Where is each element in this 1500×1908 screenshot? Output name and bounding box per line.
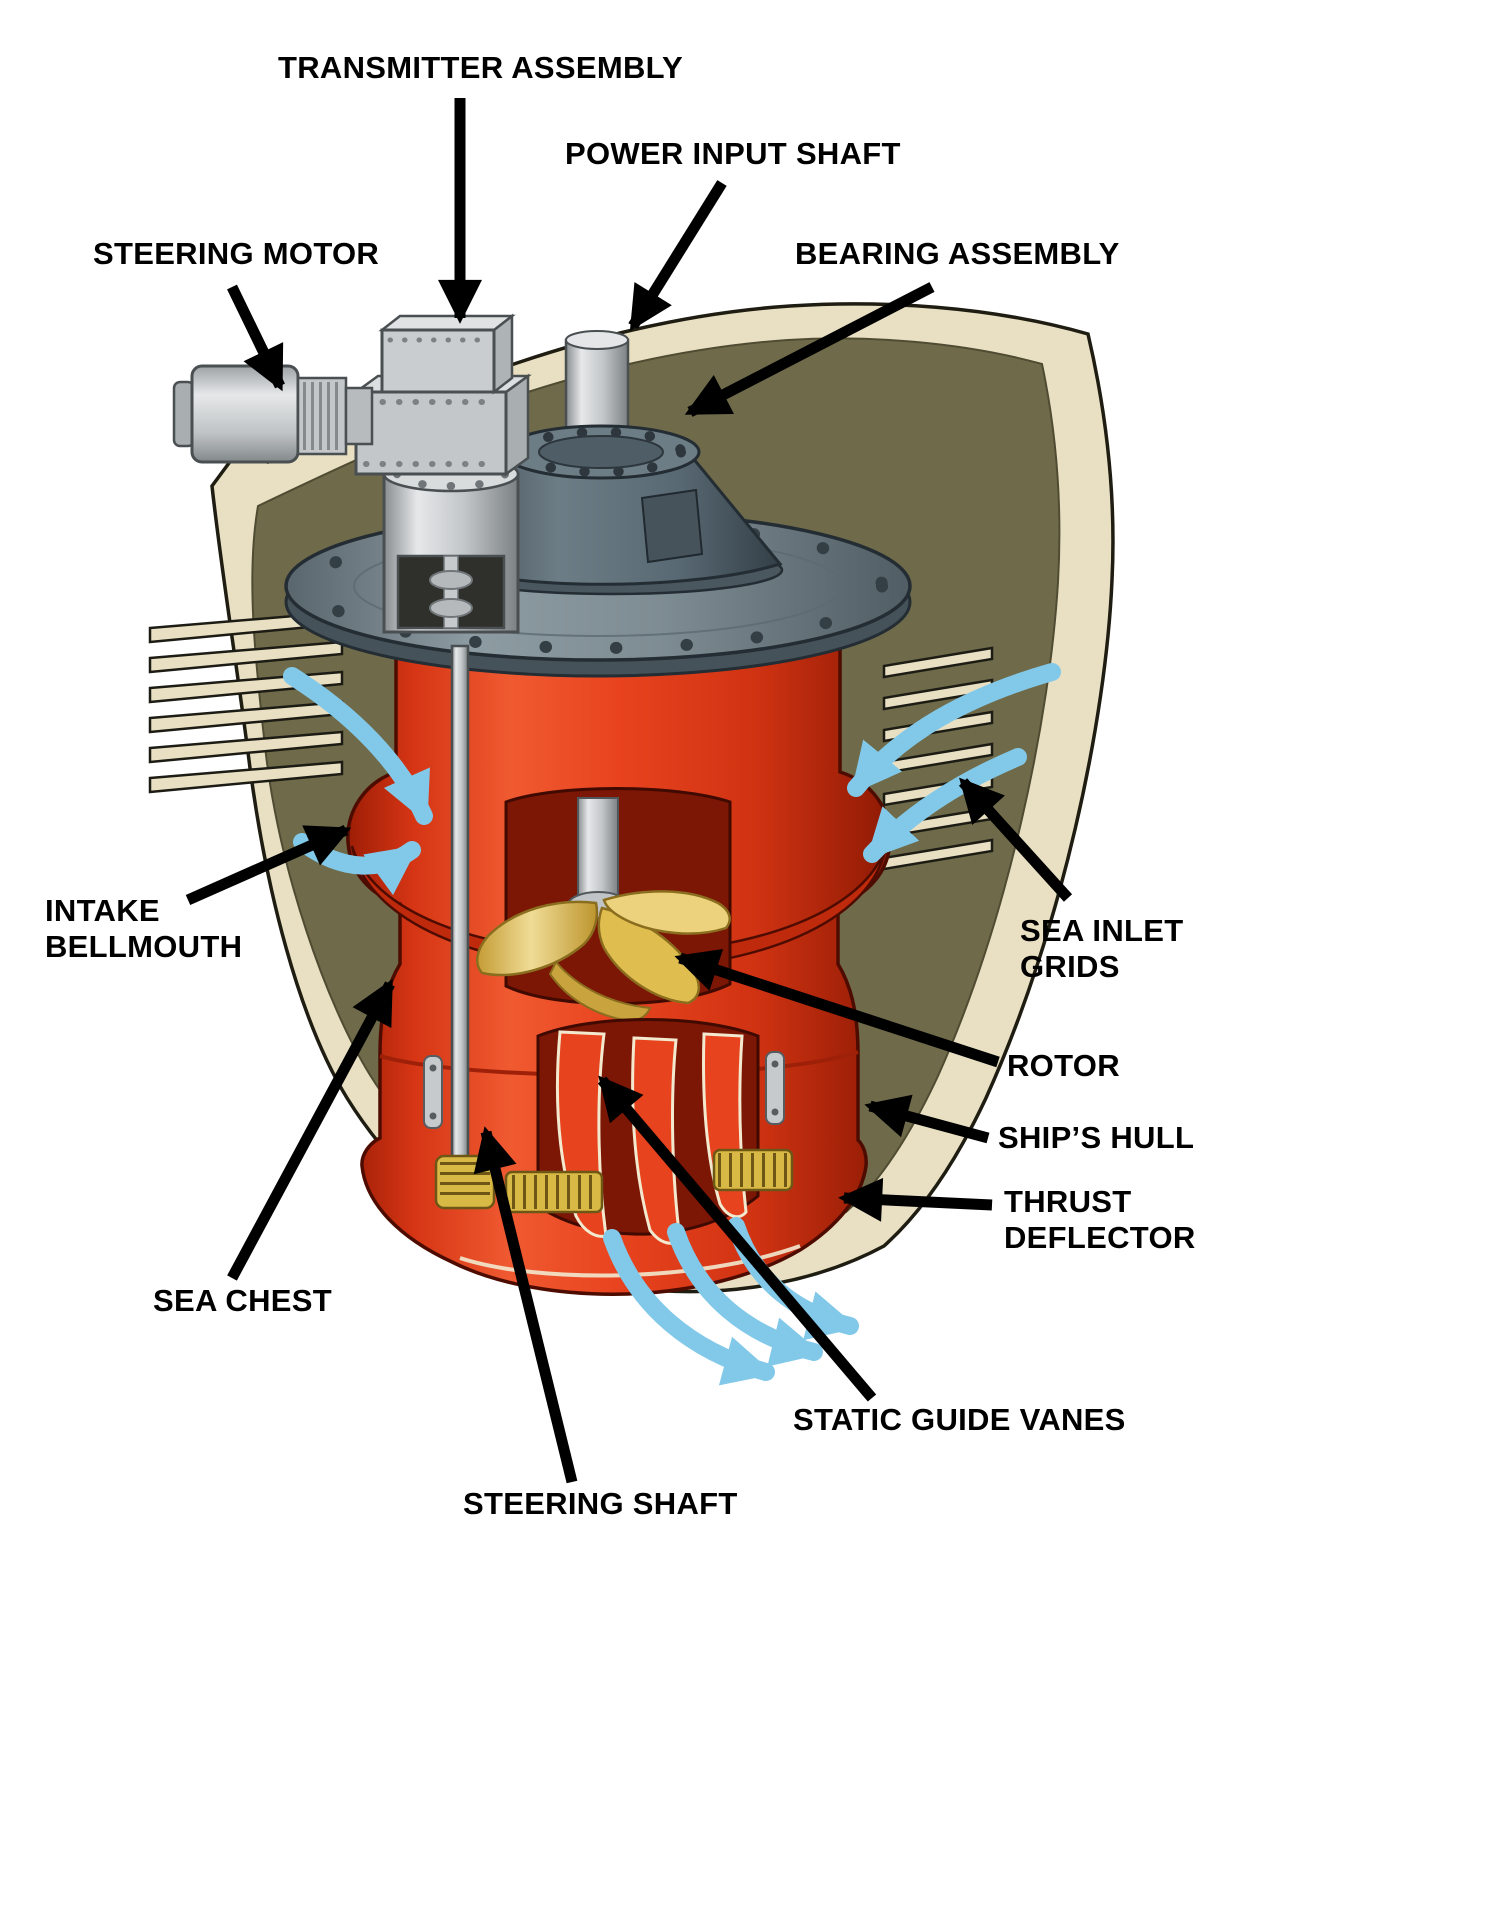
grid-slat <box>882 646 994 679</box>
arrow-thrust-deflector <box>838 1177 993 1222</box>
flow-arrow-intake-right-low <box>863 748 1027 863</box>
arrow-sea-chest <box>227 978 395 1281</box>
flow-arrow-intake-right <box>847 663 1061 797</box>
rotor-blade <box>475 900 599 977</box>
gear-ring <box>504 1170 604 1214</box>
bolt <box>771 1108 779 1116</box>
arrow-static-guide-vanes <box>597 1075 877 1402</box>
rotor-blades <box>475 890 731 1022</box>
arrow-steering-shaft <box>473 1126 578 1484</box>
input-shaft-top <box>565 330 629 350</box>
label-sea-inlet-grids: SEA INLET GRIDS <box>1020 913 1184 984</box>
label-steering-shaft: STEERING SHAFT <box>463 1486 738 1521</box>
flow-arrow-intake-left <box>283 667 433 825</box>
label-bearing-assembly: BEARING ASSEMBLY <box>795 236 1120 271</box>
bearing-assembly-part <box>437 424 784 596</box>
steering-column <box>382 455 520 634</box>
pump-casing <box>346 646 892 1296</box>
arrow-rotor <box>674 948 1000 1068</box>
transmitter-top <box>378 314 516 332</box>
arrow-power-input-shaft <box>628 180 727 331</box>
label-sea-chest: SEA CHEST <box>153 1283 332 1318</box>
label-static-guide-vanes: STATIC GUIDE VANES <box>793 1402 1126 1437</box>
bearing-top-inner <box>538 435 664 469</box>
flow-arrow-outlet <box>603 1229 775 1386</box>
steering-shaft-assembly <box>434 644 496 1210</box>
steering-shaft-rod <box>450 644 470 1164</box>
grid-slat <box>148 760 344 794</box>
label-intake-bellmouth: INTAKE BELLMOUTH <box>45 893 243 964</box>
rotor-blade <box>597 906 701 1005</box>
flow-arrow-outlet <box>667 1223 823 1367</box>
label-ships-hull: SHIP’S HULL <box>998 1120 1195 1155</box>
label-rotor: ROTOR <box>1007 1048 1120 1083</box>
label-arrows <box>185 98 1073 1484</box>
coupling-disc <box>429 598 473 618</box>
arrow-sea-inlet-grids <box>958 777 1073 902</box>
bolt <box>429 1112 437 1120</box>
bolt <box>429 1064 437 1072</box>
rotor-drive-shaft <box>577 797 619 903</box>
casing-bolt-straps <box>423 1051 785 1129</box>
transmitter-assembly-part <box>378 313 516 395</box>
bolt <box>771 1060 779 1068</box>
rotor-blade <box>602 890 731 935</box>
coupling-disc <box>429 570 473 590</box>
arrow-bearing-assembly <box>684 282 935 417</box>
label-steering-motor: STEERING MOTOR <box>93 236 380 271</box>
grid-slat <box>148 730 344 764</box>
label-transmitter-assembly: TRANSMITTER ASSEMBLY <box>278 50 684 85</box>
bolt-strap <box>765 1051 785 1125</box>
bearing-hatch <box>640 488 704 564</box>
arrow-intake-bellmouth <box>185 824 352 906</box>
arrow-ships-hull <box>864 1094 990 1144</box>
label-power-input-shaft: POWER INPUT SHAFT <box>565 136 901 171</box>
grid-slat <box>148 640 344 674</box>
label-thrust-deflector: THRUST DEFLECTOR <box>1004 1184 1196 1255</box>
bolt-strap <box>423 1055 443 1129</box>
motor-coupling <box>344 386 374 446</box>
arrow-steering-motor <box>227 284 285 392</box>
flange-bolt-circle <box>308 518 888 654</box>
